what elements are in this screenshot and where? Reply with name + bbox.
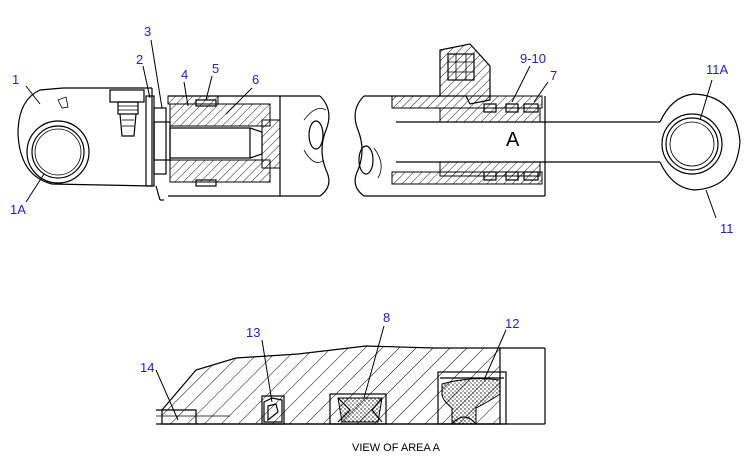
- leader-lines-top: [25, 39, 717, 219]
- detail-caption: VIEW OF AREA A: [352, 442, 441, 454]
- rod-end-assembly: [354, 43, 741, 197]
- callout-14: 14: [140, 360, 154, 375]
- callout-2: 2: [136, 52, 143, 67]
- callout-13: 13: [246, 325, 260, 340]
- leader-lines-bottom: [155, 325, 507, 421]
- callout-3: 3: [144, 24, 151, 39]
- callout-11a: 11A: [706, 62, 728, 77]
- callout-12: 12: [505, 316, 519, 331]
- callout-1: 1: [12, 72, 19, 87]
- callout-1a: 1A: [10, 202, 26, 217]
- callout-5: 5: [212, 61, 219, 76]
- callout-11: 11: [720, 221, 734, 236]
- callout-4: 4: [181, 67, 188, 82]
- area-a-label: A: [506, 129, 520, 151]
- callout-9-10: 9-10: [520, 51, 546, 66]
- callout-8: 8: [383, 310, 390, 325]
- callout-7: 7: [550, 68, 557, 83]
- detail-view-area-a: [156, 345, 546, 425]
- callout-6: 6: [252, 72, 259, 87]
- head-end-assembly: [17, 87, 330, 201]
